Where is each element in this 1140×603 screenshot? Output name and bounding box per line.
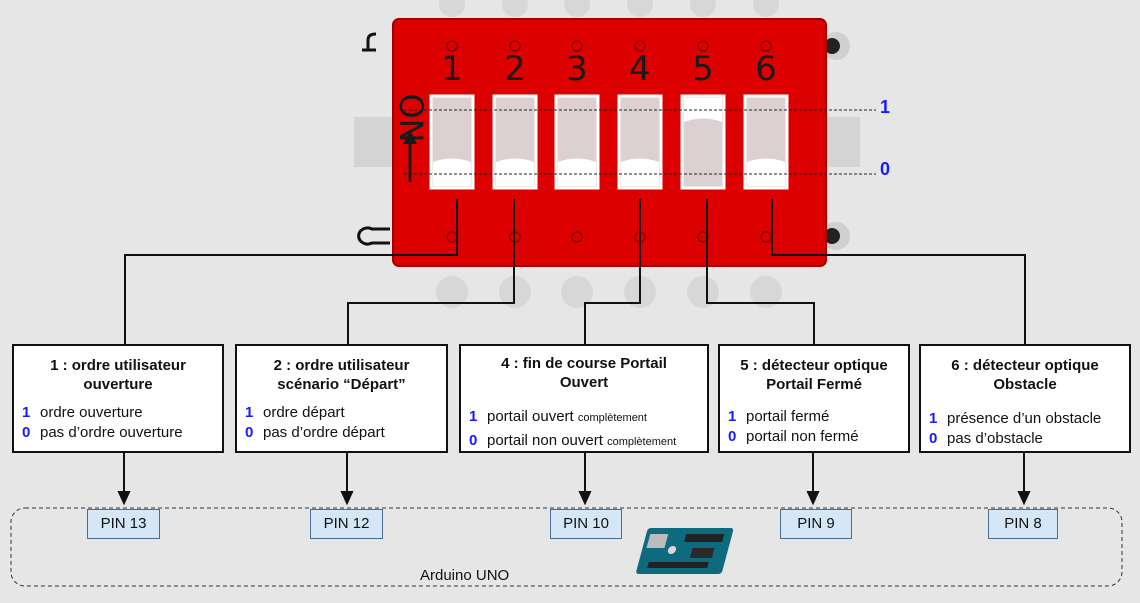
switch-2[interactable] xyxy=(492,94,538,190)
line-text: ordre départ xyxy=(263,404,345,421)
wire-switch-5 xyxy=(706,199,815,344)
wire-switch-6 xyxy=(771,199,1026,344)
pin-hole-top xyxy=(760,40,772,52)
pin-13-label: PIN 13 xyxy=(87,509,160,539)
box-line-high: 1 ordre ouverture xyxy=(22,404,143,421)
box-switch-1: 1 : ordre utilisateur ouverture 1 ordre o… xyxy=(12,344,224,453)
box-title: 5 : détecteur optique Portail Fermé xyxy=(740,357,888,393)
box-switch-4: 4 : fin de course Portail Ouvert 1 portai… xyxy=(459,344,709,453)
wire-switch-2 xyxy=(347,199,515,344)
on-arrow-icon xyxy=(403,130,417,182)
pin-12-label: PIN 12 xyxy=(310,509,383,539)
line-text: pas d’ordre ouverture xyxy=(40,424,183,441)
box-line-high: 1 portail fermé xyxy=(728,408,829,425)
level-number: 1 xyxy=(22,404,31,421)
line-text: présence d’un obstacle xyxy=(947,410,1102,427)
level-low-label: 0 xyxy=(880,159,891,179)
pin-hole-bottom xyxy=(571,231,583,243)
box-title: 4 : fin de course Portail Ouvert xyxy=(501,355,667,391)
pin-8-label: PIN 8 xyxy=(988,509,1058,539)
pin-hole-top xyxy=(509,40,521,52)
switch-number-4: 4 xyxy=(629,49,651,89)
level-number: 1 xyxy=(469,408,478,425)
wires xyxy=(124,199,1026,344)
line-text: portail ouvert xyxy=(487,408,578,425)
dip-switches xyxy=(429,94,789,190)
box-line-low: 0 pas d’ordre ouverture xyxy=(22,424,183,441)
box-line-high: 1 ordre départ xyxy=(245,404,345,421)
line-small: complètement xyxy=(577,412,647,424)
box-switch-2: 2 : ordre utilisateur scénario “Départ” … xyxy=(235,344,448,453)
pin-10-label: PIN 10 xyxy=(550,509,622,539)
level-number: 1 xyxy=(929,410,938,427)
pin-hole-top xyxy=(571,40,583,52)
dip-switch-body xyxy=(392,18,827,267)
switch-number-3: 3 xyxy=(566,49,588,89)
box-line-high: 1 présence d’un obstacle xyxy=(929,410,1101,427)
box-line-low: 0 pas d’ordre départ xyxy=(245,424,385,441)
wire-switch-1 xyxy=(124,199,458,344)
line-text: portail fermé xyxy=(746,408,830,425)
line-text: pas d’obstacle xyxy=(947,430,1043,447)
switch-3[interactable] xyxy=(554,94,600,190)
level-number: 0 xyxy=(469,432,478,449)
switch-4[interactable] xyxy=(617,94,663,190)
switch-6[interactable] xyxy=(743,94,789,190)
level-high-label: 1 xyxy=(880,97,891,117)
box-line-low: 0 portail non ouvert complètement xyxy=(469,432,676,449)
line-text: pas d’ordre départ xyxy=(263,424,385,441)
level-number: 0 xyxy=(245,424,254,441)
arduino-container xyxy=(10,507,1123,587)
switch-number-1: 1 xyxy=(441,49,463,89)
line-text: portail non ouvert xyxy=(487,432,608,449)
switch-number-6: 6 xyxy=(755,49,777,89)
box-switch-5: 5 : détecteur optique Portail Fermé 1 por… xyxy=(718,344,910,453)
box-title: 2 : ordre utilisateur scénario “Départ” xyxy=(273,357,410,393)
switch-number-5: 5 xyxy=(692,49,714,89)
arduino-label: Arduino UNO xyxy=(420,567,510,584)
box-line-high: 1 portail ouvert complètement xyxy=(469,408,647,425)
box-line-low: 0 portail non fermé xyxy=(728,428,859,445)
dip-holes-top xyxy=(446,40,772,52)
line-text: ordre ouverture xyxy=(40,404,143,421)
box-title: 1 : ordre utilisateur ouverture xyxy=(50,357,186,393)
pin-hole-top xyxy=(697,40,709,52)
switch-number-2: 2 xyxy=(504,49,526,89)
wire-switch-4 xyxy=(584,199,641,344)
level-number: 0 xyxy=(22,424,31,441)
box-switch-6: 6 : détecteur optique Obstacle 1 présence… xyxy=(919,344,1131,453)
switch-1[interactable] xyxy=(429,94,475,190)
level-number: 0 xyxy=(929,430,938,447)
pin-hole-top xyxy=(446,40,458,52)
level-number: 1 xyxy=(245,404,254,421)
switch-5[interactable] xyxy=(680,94,726,190)
pin-arrows xyxy=(117,452,1031,506)
pin-9-label: PIN 9 xyxy=(780,509,852,539)
line-text: portail non fermé xyxy=(746,428,859,445)
box-line-low: 0 pas d’obstacle xyxy=(929,430,1043,447)
arduino-board-icon xyxy=(636,528,734,574)
level-number: 1 xyxy=(728,408,737,425)
line-small: complètement xyxy=(607,436,677,448)
box-title: 6 : détecteur optique Obstacle xyxy=(951,357,1099,393)
level-number: 0 xyxy=(728,428,737,445)
pin-hole-top xyxy=(634,40,646,52)
